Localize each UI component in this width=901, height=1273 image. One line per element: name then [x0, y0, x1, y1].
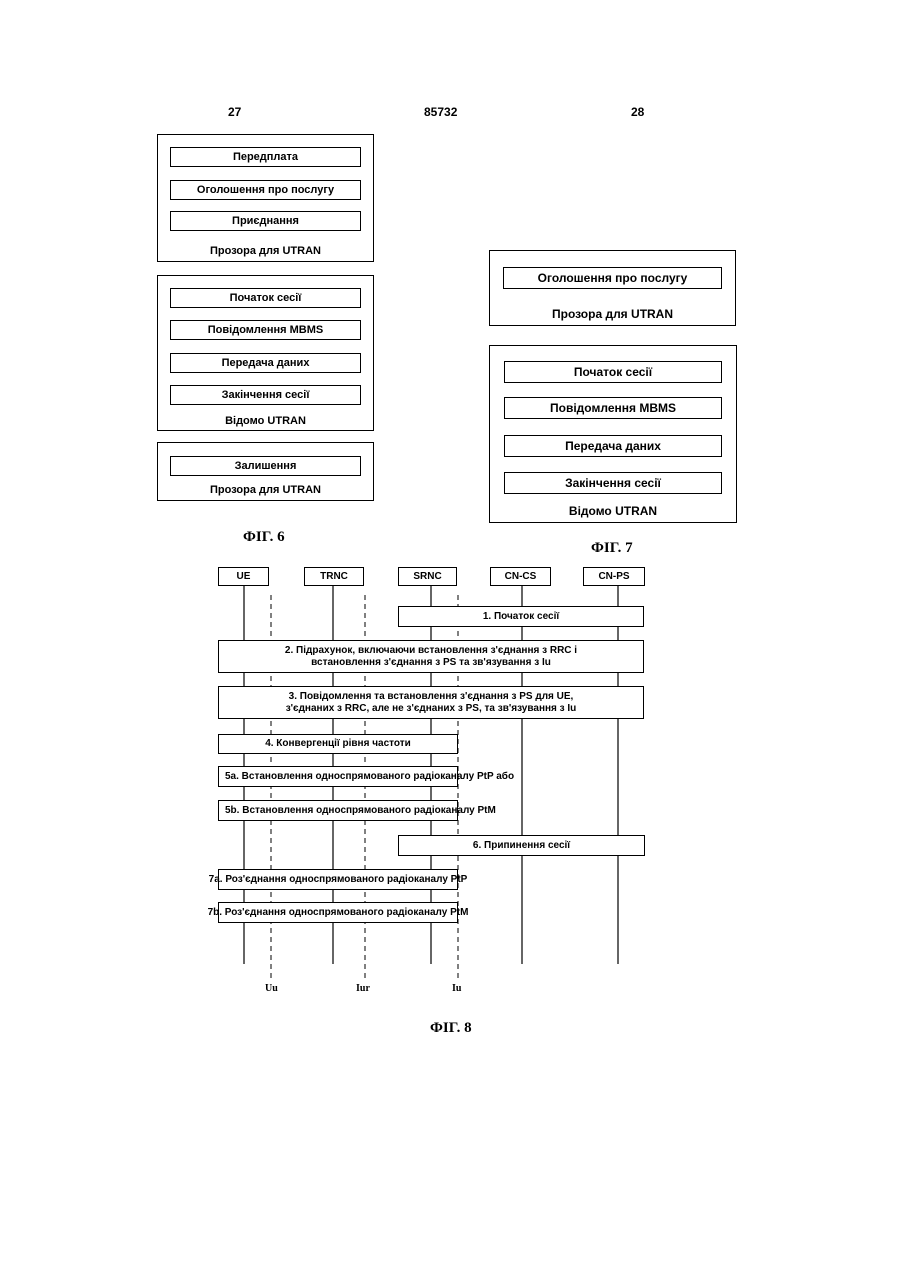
- message-5a-text: 5a. Встановлення односпрямованого радіок…: [225, 771, 514, 783]
- message-2-counting: 2. Підрахунок, включаючи встановлення з'…: [218, 640, 644, 673]
- message-4-text: 4. Конвергенції рівня частоти: [265, 738, 411, 750]
- message-7a-text: 7a. Роз'єднання односпрямованого радіока…: [209, 874, 468, 886]
- message-1-text: 1. Початок сесії: [483, 611, 559, 623]
- message-3-notification: 3. Повідомлення та встановлення з'єднанн…: [218, 686, 644, 719]
- interface-label-iu: Iu: [452, 983, 461, 994]
- message-7b-text: 7b. Роз'єднання односпрямованого радіока…: [208, 907, 469, 919]
- message-2-line-2: встановлення з'єднання з PS та зв'язуван…: [311, 657, 551, 669]
- message-5a-ptp-setup: 5a. Встановлення односпрямованого радіок…: [218, 766, 458, 787]
- entity-trnc: TRNC: [304, 567, 364, 586]
- message-3-line-2: з'єднаних з RRC, але не з'єднаних з PS, …: [286, 703, 577, 715]
- message-6-text: 6. Припинення сесії: [473, 840, 570, 852]
- message-6-session-stop: 6. Припинення сесії: [398, 835, 645, 856]
- message-5b-ptm-setup: 5b. Встановлення односпрямованого радіок…: [218, 800, 458, 821]
- message-2-line-1: 2. Підрахунок, включаючи встановлення з'…: [285, 645, 577, 657]
- entity-srnc: SRNC: [398, 567, 457, 586]
- message-3-line-1: 3. Повідомлення та встановлення з'єднанн…: [289, 691, 574, 703]
- interface-label-uu: Uu: [265, 983, 278, 994]
- message-7a-ptp-release: 7a. Роз'єднання односпрямованого радіока…: [218, 869, 458, 890]
- fig8-caption: ФІГ. 8: [430, 1020, 472, 1037]
- message-7b-ptm-release: 7b. Роз'єднання односпрямованого радіока…: [218, 902, 458, 923]
- entity-ue: UE: [218, 567, 269, 586]
- message-4-frequency-convergence: 4. Конвергенції рівня частоти: [218, 734, 458, 754]
- interface-label-iur: Iur: [356, 983, 370, 994]
- message-5b-text: 5b. Встановлення односпрямованого радіок…: [225, 805, 496, 817]
- entity-cn-cs: CN-CS: [490, 567, 551, 586]
- message-1-session-start: 1. Початок сесії: [398, 606, 644, 627]
- entity-cn-ps: CN-PS: [583, 567, 645, 586]
